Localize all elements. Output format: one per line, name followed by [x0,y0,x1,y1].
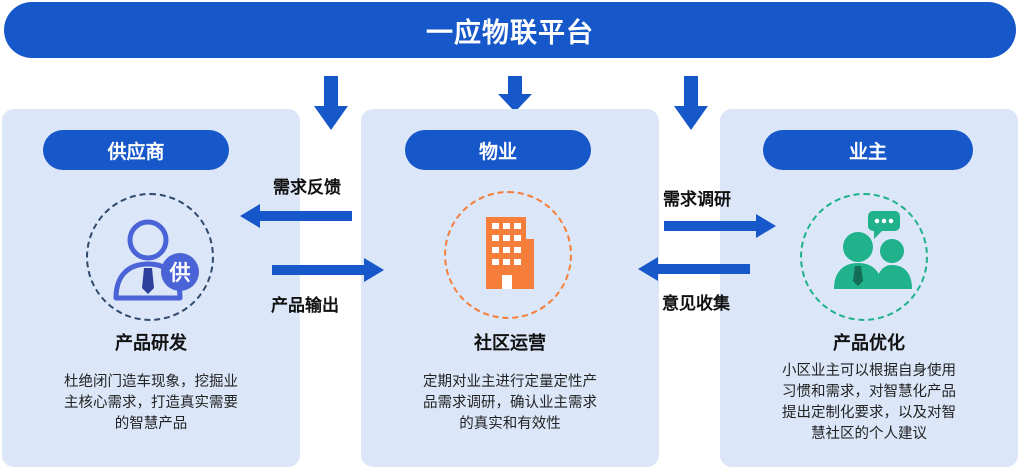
down-arrow-left [314,76,348,130]
flow-label-output: 产品输出 [271,296,339,316]
property-icon-ring [444,191,572,319]
property-tag: 物业 [405,130,591,170]
owner-card-title: 产品优化 [833,333,905,354]
supplier-panel: 供应商 供 产品研发 杜绝闭门造车现象，挖掘业 主核心需求，打造真实需要 的智慧… [2,109,300,467]
arrow-right-output [272,258,384,282]
owner-icon-ring [800,193,928,321]
supplier-badge-text: 供 [169,261,191,285]
platform-title: 一应物联平台 [426,17,594,49]
arrow-left-feedback [240,204,352,228]
owner-card-desc: 小区业主可以根据自身使用 习惯和需求，对智慧化产品 提出定制化要求，以及对智 慧… [782,363,956,442]
owner-panel: 业主 产品优化 小区业主可以根据自身使用 习惯和需求，对智慧化产品 提出定制化要… [720,109,1018,467]
platform-banner: 一应物联平台 [4,2,1016,58]
arrow-right-research [664,214,776,238]
down-arrow-right [674,76,708,130]
supplier-tag: 供应商 [43,130,229,170]
supplier-tag-label: 供应商 [107,140,165,163]
person-supplier-icon: 供 [113,219,199,301]
building-icon [486,217,534,289]
down-arrow-center [498,76,532,112]
supplier-card-title: 产品研发 [115,333,187,354]
supplier-icon-ring [86,193,214,321]
supplier-card-desc: 杜绝闭门造车现象，挖掘业 主核心需求，打造真实需要 的智慧产品 [64,374,238,432]
property-panel: 物业 社区运营 定期对业主进行定量定性产 品需求调研，确认业主需求 的真实和有效… [361,109,659,467]
property-card-title: 社区运营 [474,333,546,354]
owner-tag: 业主 [763,130,973,170]
owner-tag-label: 业主 [848,140,887,163]
people-chat-icon [834,211,912,289]
flow-label-collect: 意见收集 [662,294,730,314]
flow-label-research: 需求调研 [663,190,731,210]
property-tag-label: 物业 [478,140,517,163]
arrow-left-collect [638,257,750,281]
flow-label-feedback: 需求反馈 [273,178,341,198]
property-card-desc: 定期对业主进行定量定性产 品需求调研，确认业主需求 的真实和有效性 [423,374,597,432]
